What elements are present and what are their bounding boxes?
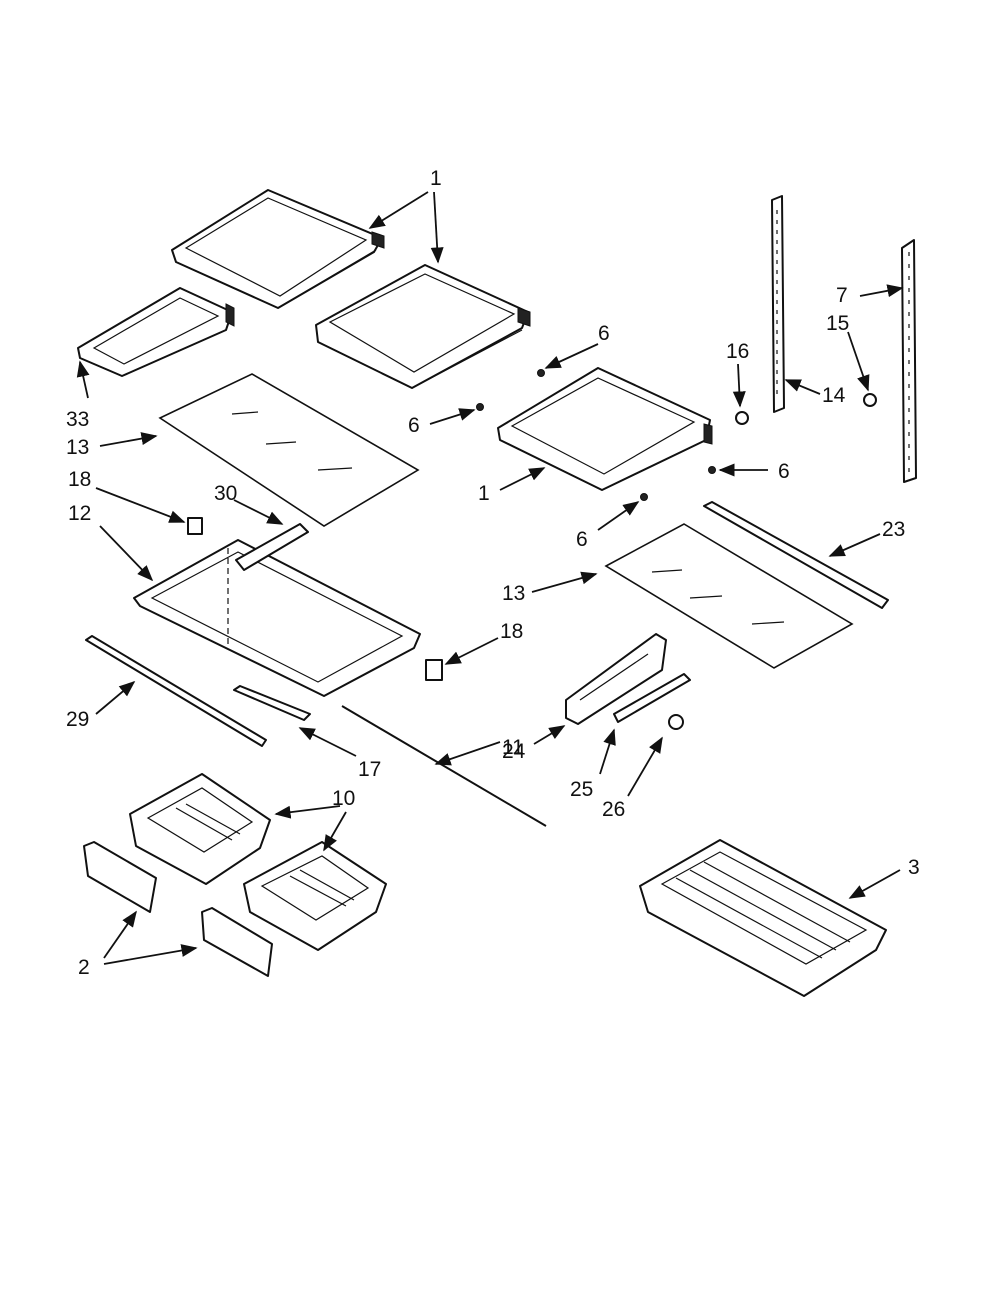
shelf-rail-right (901, 239, 917, 483)
callout-6-right: 6 (778, 460, 790, 483)
shelf-frame-top-center (315, 264, 531, 389)
screw-parts (476, 369, 716, 501)
shelf-frame-right (497, 367, 713, 491)
shelf-trim-right (703, 501, 889, 609)
crisper-drawer-lower (243, 841, 387, 951)
callout-15: 15 (826, 312, 849, 335)
callout-1-right: 1 (478, 482, 490, 505)
callout-3: 3 (908, 856, 920, 879)
callout-13-upper: 13 (66, 436, 89, 459)
shelf-rod (341, 705, 547, 827)
bracket-cover (613, 673, 691, 723)
callout-17: 17 (358, 758, 381, 781)
callout-25: 25 (570, 778, 593, 801)
callout-29: 29 (66, 708, 89, 731)
callout-33: 33 (66, 408, 89, 431)
deli-pan (639, 839, 887, 997)
rail-screws (735, 393, 877, 425)
callout-18-right: 18 (500, 620, 523, 643)
callout-18-left: 18 (68, 468, 91, 491)
callout-labels: 1 6 6 6 6 1 16 14 7 15 33 13 18 30 12 23… (66, 167, 920, 979)
shelf-small-left (77, 287, 235, 377)
shelf-clip-right (425, 659, 443, 681)
bracket-screw (668, 714, 684, 730)
callout-24: 24 (502, 740, 526, 763)
slide-part (233, 685, 311, 721)
callout-7: 7 (836, 284, 848, 307)
shelf-bracket (565, 633, 667, 725)
callout-11: 11 (502, 736, 524, 759)
drawer-handles (83, 841, 273, 977)
callout-16: 16 (726, 340, 749, 363)
shelf-frame-assembly (133, 517, 421, 697)
callout-10: 10 (332, 787, 355, 810)
callout-14: 14 (822, 384, 846, 407)
callout-1-top: 1 (430, 167, 442, 190)
callout-2: 2 (78, 956, 90, 979)
shelf-trim-left (85, 635, 267, 747)
callout-6-lower: 6 (576, 528, 588, 551)
leader-lines (76, 191, 904, 965)
callout-12: 12 (68, 502, 91, 525)
callout-26: 26 (602, 798, 625, 821)
callout-13-lower: 13 (502, 582, 525, 605)
shelf-frame-top-left (171, 189, 385, 309)
crisper-drawer-upper (129, 773, 271, 885)
callout-6-upper: 6 (598, 322, 610, 345)
callout-6-left: 6 (408, 414, 420, 437)
shelf-rail-left (771, 195, 785, 413)
glass-shelf-lower (604, 523, 854, 669)
glass-shelf-upper (158, 373, 420, 527)
callout-30: 30 (214, 482, 237, 505)
callout-23: 23 (882, 518, 905, 541)
